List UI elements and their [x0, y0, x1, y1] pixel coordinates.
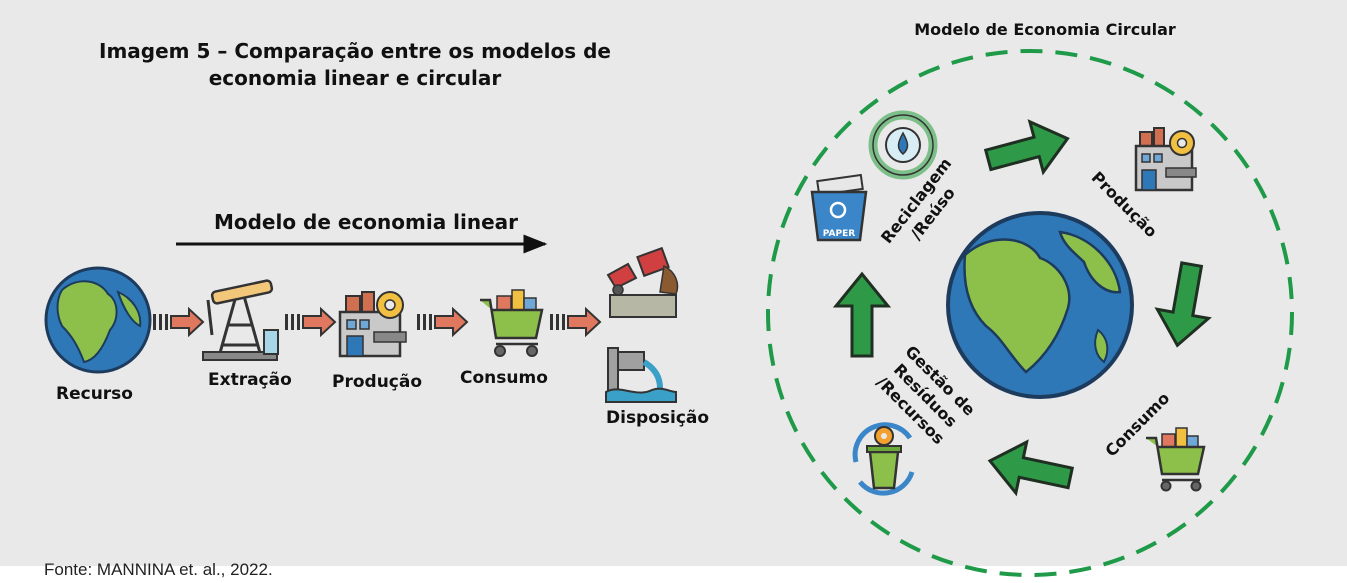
dump-truck-icon — [606, 246, 679, 318]
shopping-cart-icon — [480, 289, 544, 357]
central-globe-icon — [946, 211, 1134, 399]
cycle-arrow-to-gestao — [987, 439, 1075, 497]
factory-icon-circular — [1134, 127, 1197, 192]
cycle-arrow-to-reciclagem — [832, 271, 892, 358]
paper-bin-icon: PAPER — [810, 173, 868, 242]
flow-arrow-4 — [550, 306, 602, 338]
figure-title-line1: Imagem 5 – Comparação entre os modelos d… — [99, 39, 611, 63]
water-recycle-icon — [868, 110, 938, 180]
figure-source: Fonte: MANNINA et. al., 2022. — [44, 560, 273, 579]
flow-arrow-3 — [417, 306, 469, 338]
flow-arrow-2 — [285, 306, 337, 338]
cycle-arrow-to-producao — [983, 119, 1070, 176]
circular-model-ring — [766, 49, 1294, 577]
circular-model-heading: Modelo de Economia Circular — [914, 20, 1176, 39]
figure-title: Imagem 5 – Comparação entre os modelos d… — [55, 38, 655, 92]
step-label-producao: Produção — [332, 372, 423, 392]
linear-model-heading: Modelo de economia linear — [213, 210, 519, 234]
cycle-arrow-to-consumo — [1154, 261, 1212, 348]
oil-pump-icon — [202, 279, 279, 361]
paper-bin-label: PAPER — [823, 229, 855, 239]
figure-title-line2: economia linear e circular — [208, 66, 502, 90]
flow-arrow-1 — [153, 306, 205, 338]
waste-management-icon — [852, 422, 915, 496]
step-label-extracao: Extração — [208, 370, 292, 390]
factory-icon — [338, 291, 407, 358]
wastewater-pipe-icon — [605, 347, 677, 403]
globe-icon — [44, 266, 152, 374]
shopping-cart-icon-circular — [1146, 427, 1206, 492]
step-label-recurso: Recurso — [56, 384, 133, 404]
step-label-disposicao: Disposição — [606, 408, 710, 428]
step-label-consumo: Consumo — [460, 368, 548, 388]
